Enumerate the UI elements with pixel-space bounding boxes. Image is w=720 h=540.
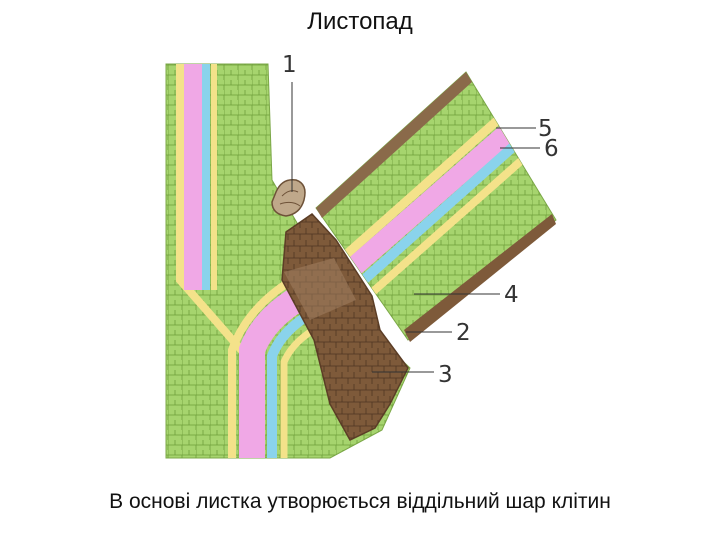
petiole-phloem xyxy=(354,142,518,289)
petiole-lower-edge xyxy=(404,214,556,342)
petiole xyxy=(315,71,557,342)
label-2: 2 xyxy=(456,320,471,346)
label-3: 3 xyxy=(438,362,453,388)
page-title: Листопад xyxy=(307,8,413,35)
label-1: 1 xyxy=(282,52,297,78)
separation-zone xyxy=(284,258,356,320)
abscission-layer xyxy=(281,213,409,441)
label-5: 5 xyxy=(538,116,553,142)
leader-lines xyxy=(291,82,540,373)
petiole-upper-edge xyxy=(316,72,472,218)
petiole-xylem xyxy=(341,124,515,280)
label-6: 6 xyxy=(544,136,559,162)
label-4: 4 xyxy=(504,282,519,308)
caption: В основі листка утворюється віддільний ш… xyxy=(109,490,611,513)
petiole-cambium-bottom xyxy=(365,157,525,299)
axillary-bud xyxy=(271,179,306,217)
petiole-cambium-top xyxy=(337,114,503,264)
